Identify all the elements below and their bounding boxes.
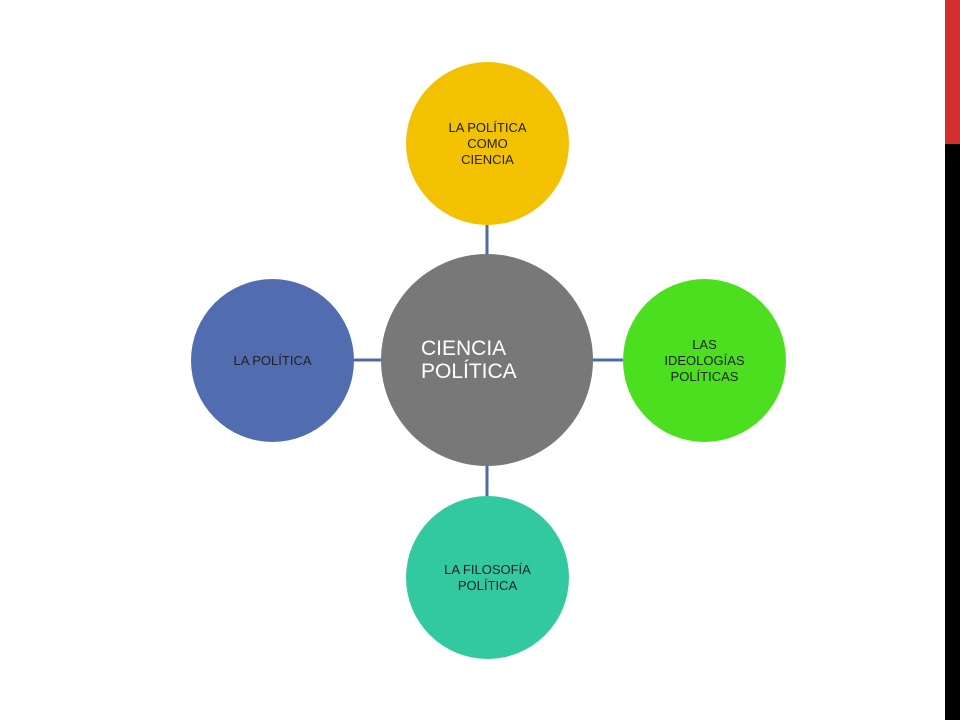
bottom-node-label: LA FILOSOFÍA POLÍTICA xyxy=(444,561,531,593)
right-node: LAS IDEOLOGÍAS POLÍTICAS xyxy=(623,279,786,442)
top-node-label: LA POLÍTICA COMO CIENCIA xyxy=(448,119,527,167)
slide-accent-bar-red xyxy=(945,0,960,144)
slide-accent-bar-black xyxy=(945,144,960,720)
top-node: LA POLÍTICA COMO CIENCIA xyxy=(406,62,569,225)
right-node-label: LAS IDEOLOGÍAS POLÍTICAS xyxy=(664,336,745,384)
center-node-label: CIENCIA POLÍTICA xyxy=(421,337,517,383)
center-node: CIENCIA POLÍTICA xyxy=(381,254,593,466)
bottom-node: LA FILOSOFÍA POLÍTICA xyxy=(406,496,569,659)
left-node-label: LA POLÍTICA xyxy=(233,352,312,368)
left-node: LA POLÍTICA xyxy=(191,279,354,442)
